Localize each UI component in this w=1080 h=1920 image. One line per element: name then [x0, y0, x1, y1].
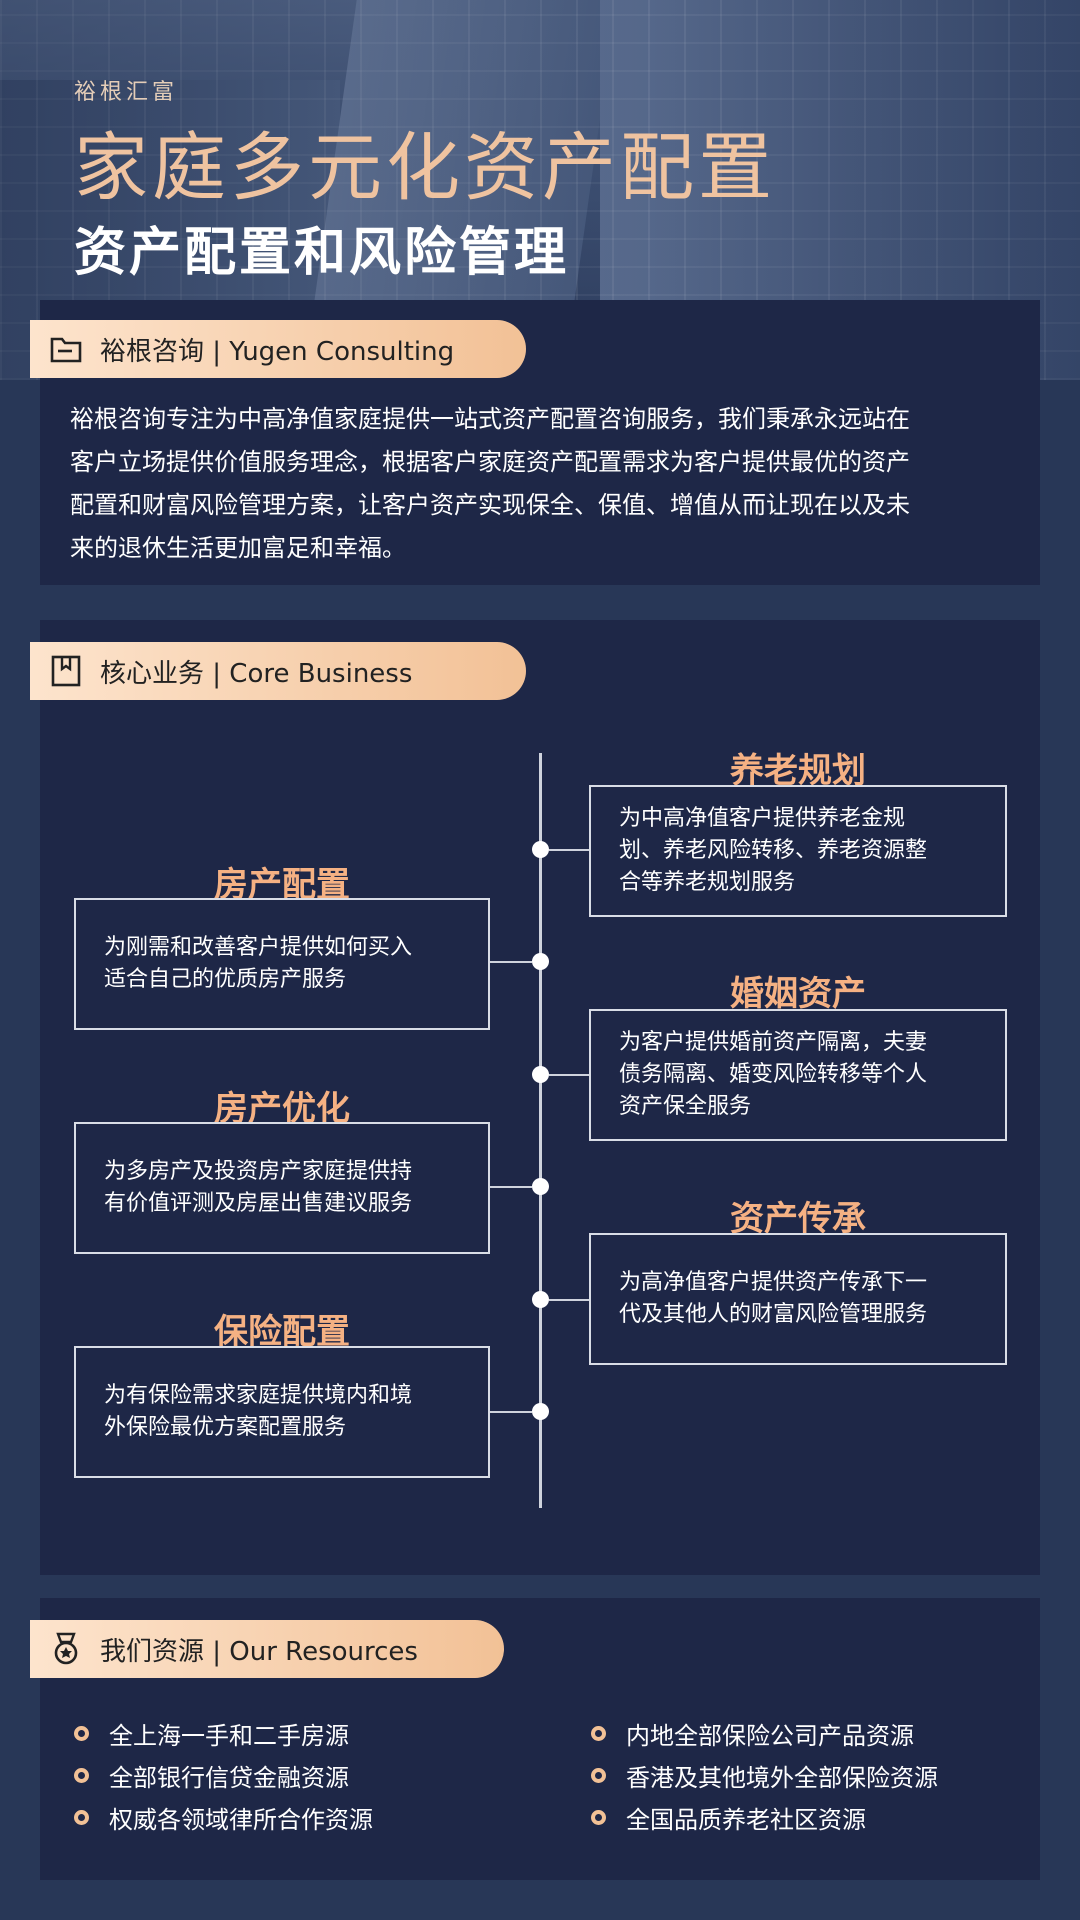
bullet-icon [74, 1726, 89, 1741]
card-retirement: 为中高净值客户提供养老金规 划、养老风险转移、养老资源整 合等养老规划服务 [589, 785, 1007, 917]
timeline-dot [532, 1066, 549, 1083]
card-line: 为客户提供婚前资产隔离，夫妻 [619, 1030, 928, 1055]
timeline-connector [490, 961, 532, 963]
card-line: 合等养老规划服务 [619, 870, 796, 895]
resource-item: 全国品质养老社区资源 [591, 1800, 866, 1835]
card-line: 为中高净值客户提供养老金规 [619, 806, 906, 831]
page-title: 家庭多元化资产配置 [74, 125, 776, 211]
book-icon [51, 655, 81, 687]
card-marriage: 为客户提供婚前资产隔离，夫妻 债务隔离、婚变风险转移等个人 资产保全服务 [589, 1009, 1007, 1141]
card-line: 资产保全服务 [619, 1094, 752, 1119]
resources-section-tag: 我们资源 | Our Resources [30, 1620, 504, 1678]
timeline-axis [539, 753, 542, 1508]
intro-line: 来的退休生活更加富足和幸福。 [70, 534, 406, 562]
bullet-icon [591, 1726, 606, 1741]
card-title-marriage: 婚姻资产 [730, 974, 866, 1014]
timeline-dot [532, 1291, 549, 1308]
card-title-retirement: 养老规划 [730, 751, 866, 791]
card-line: 外保险最优方案配置服务 [104, 1415, 347, 1440]
resource-item: 内地全部保险公司产品资源 [591, 1716, 914, 1751]
card-line: 债务隔离、婚变风险转移等个人 [619, 1062, 928, 1087]
card-line: 有价值评测及房屋出售建议服务 [104, 1191, 413, 1216]
card-insurance: 为有保险需求家庭提供境内和境 外保险最优方案配置服务 [74, 1346, 490, 1478]
timeline-connector [490, 1186, 532, 1188]
resource-item: 全部银行信贷金融资源 [74, 1758, 349, 1793]
resource-label: 全上海一手和二手房源 [109, 1722, 349, 1750]
card-line: 为高净值客户提供资产传承下一 [619, 1270, 928, 1295]
bullet-icon [74, 1810, 89, 1825]
timeline-connector [549, 1299, 589, 1301]
intro-line: 客户立场提供价值服务理念，根据客户家庭资产配置需求为客户提供最优的资产 [70, 448, 910, 476]
bullet-icon [591, 1810, 606, 1825]
brand-name: 裕根汇富 [74, 80, 179, 105]
timeline-connector [549, 849, 589, 851]
resource-item: 权威各领域律所合作资源 [74, 1800, 373, 1835]
bullet-icon [74, 1768, 89, 1783]
about-section-tag: 裕根咨询 | Yugen Consulting [30, 320, 526, 378]
timeline-dot [532, 1403, 549, 1420]
card-optimization: 为多房产及投资房产家庭提供持 有价值评测及房屋出售建议服务 [74, 1122, 490, 1254]
intro-text: 裕根咨询专注为中高净值家庭提供一站式资产配置咨询服务，我们秉承永远站在 客户立场… [70, 398, 1000, 570]
resource-item: 全上海一手和二手房源 [74, 1716, 349, 1751]
card-line: 适合自己的优质房产服务 [104, 967, 347, 992]
card-title-inheritance: 资产传承 [730, 1199, 866, 1239]
card-property: 为刚需和改善客户提供如何买入 适合自己的优质房产服务 [74, 898, 490, 1030]
resources-tag-label: 我们资源 | Our Resources [100, 1636, 418, 1667]
card-inheritance: 为高净值客户提供资产传承下一 代及其他人的财富风险管理服务 [589, 1233, 1007, 1365]
card-line: 为多房产及投资房产家庭提供持 [104, 1159, 413, 1184]
about-tag-label: 裕根咨询 | Yugen Consulting [100, 336, 455, 367]
resource-item: 香港及其他境外全部保险资源 [591, 1758, 938, 1793]
bullet-icon [591, 1768, 606, 1783]
timeline-dot [532, 841, 549, 858]
timeline-dot [532, 1178, 549, 1195]
medal-icon [54, 1632, 78, 1665]
resource-label: 权威各领域律所合作资源 [109, 1806, 373, 1834]
intro-line: 裕根咨询专注为中高净值家庭提供一站式资产配置咨询服务，我们秉承永远站在 [70, 405, 910, 433]
timeline-connector [490, 1411, 532, 1413]
folder-icon [50, 337, 82, 363]
resource-label: 内地全部保险公司产品资源 [626, 1722, 914, 1750]
timeline-dot [532, 953, 549, 970]
business-section-tag: 核心业务 | Core Business [30, 642, 526, 700]
card-line: 为有保险需求家庭提供境内和境 [104, 1383, 413, 1408]
timeline-connector [549, 1074, 589, 1076]
intro-line: 配置和财富风险管理方案，让客户资产实现保全、保值、增值从而让现在以及未 [70, 491, 910, 519]
business-tag-label: 核心业务 | Core Business [100, 658, 413, 689]
card-title-insurance: 保险配置 [214, 1312, 350, 1352]
card-line: 为刚需和改善客户提供如何买入 [104, 935, 413, 960]
resource-label: 全部银行信贷金融资源 [109, 1764, 349, 1792]
resource-label: 全国品质养老社区资源 [626, 1806, 866, 1834]
card-line: 划、养老风险转移、养老资源整 [619, 838, 928, 863]
card-line: 代及其他人的财富风险管理服务 [619, 1302, 928, 1327]
resource-label: 香港及其他境外全部保险资源 [626, 1764, 938, 1792]
page-subtitle: 资产配置和风险管理 [74, 223, 570, 283]
